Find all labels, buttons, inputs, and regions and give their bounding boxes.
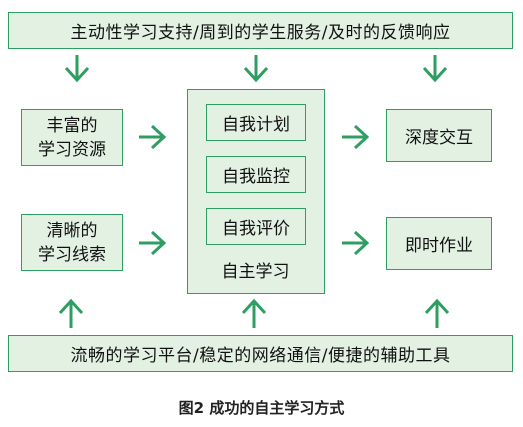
bottom-banner: 流畅的学习平台/稳定的网络通信/便捷的辅助工具 [8,335,513,372]
right-arrow-interaction [342,124,370,150]
clues-line2: 学习线索 [38,244,106,265]
autonomous-learning-box: 自我计划 自我监控 自我评价 自主学习 [187,89,325,294]
down-arrow-right [422,55,448,83]
deep-interaction-label: 深度交互 [405,128,473,148]
bottom-banner-text: 流畅的学习平台/稳定的网络通信/便捷的辅助工具 [70,346,451,366]
right-arrow-resources [139,124,167,150]
resources-line1: 丰富的 [46,115,98,136]
down-arrow-center [243,55,269,83]
self-planning-item: 自我计划 [206,104,306,141]
resources-line2: 学习资源 [38,139,106,160]
right-arrow-homework [342,230,370,256]
top-banner: 主动性学习支持/周到的学生服务/及时的反馈响应 [8,12,513,49]
up-arrow-center [241,298,267,328]
self-evaluation-label: 自我评价 [222,219,290,239]
self-monitoring-item: 自我监控 [206,156,306,193]
top-banner-text: 主动性学习支持/周到的学生服务/及时的反馈响应 [70,23,451,43]
right-arrow-clues [139,230,167,256]
up-arrow-left [58,298,84,328]
clues-line1: 清晰的 [46,220,98,241]
self-planning-label: 自我计划 [222,115,290,135]
clues-box: 清晰的 学习线索 [21,214,123,271]
figure-caption: 图2 成功的自主学习方式 [178,399,345,417]
instant-homework-box: 即时作业 [386,217,492,270]
self-evaluation-item: 自我评价 [206,208,306,245]
self-monitoring-label: 自我监控 [222,167,290,187]
instant-homework-label: 即时作业 [405,236,473,256]
autonomous-learning-label: 自主学习 [221,262,290,282]
up-arrow-right [424,298,450,328]
down-arrow-left [64,55,90,83]
resources-box: 丰富的 学习资源 [21,109,123,166]
deep-interaction-box: 深度交互 [386,109,492,162]
